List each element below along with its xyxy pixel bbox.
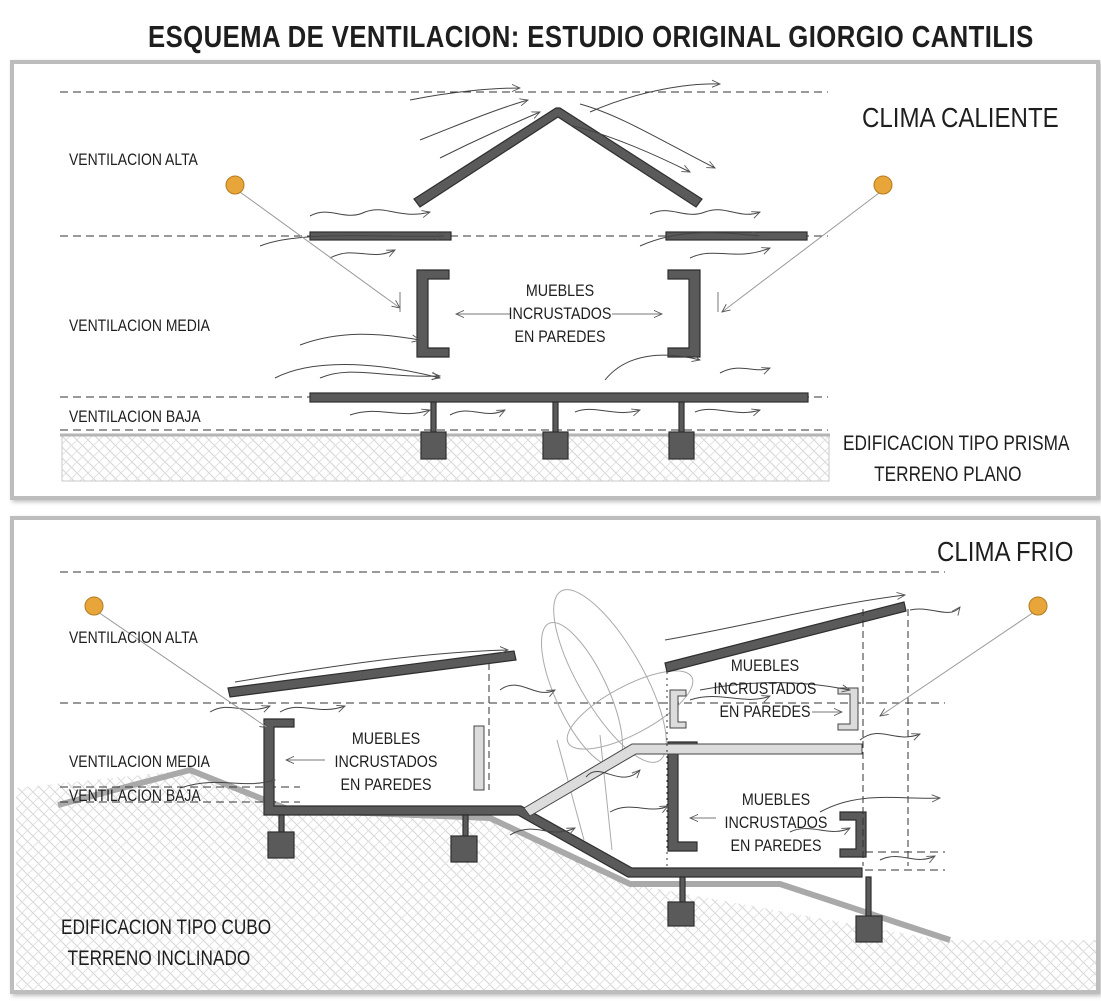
furniture-line: EN PAREDES <box>719 702 811 721</box>
furniture-line: INCRUSTADOS <box>713 679 817 698</box>
hot-footing <box>542 431 569 460</box>
hot-sun-rays <box>239 191 880 312</box>
furniture-line: EN PAREDES <box>514 327 606 346</box>
cold-roof-right <box>664 601 907 673</box>
cold-furniture-lower-right-label: MUEBLES INCRUSTADOS EN PAREDES <box>717 788 835 857</box>
furniture-line: INCRUSTADOS <box>334 752 438 771</box>
cold-terrain <box>16 766 1096 990</box>
cold-footing <box>855 915 883 943</box>
building-type-line: EDIFICACION TIPO PRISMA <box>843 432 1070 455</box>
cold-building-type-label: EDIFICACION TIPO CUBO TERRENO INCLINADO <box>61 912 271 974</box>
cold-dashed-guides <box>488 609 909 866</box>
hot-level-high-label: VENTILACION ALTA <box>69 150 198 169</box>
furniture-line: MUEBLES <box>351 729 421 748</box>
hot-furniture-label: MUEBLES INCRUSTADOS EN PAREDES <box>501 279 619 348</box>
hot-sun-right-icon <box>873 175 893 195</box>
cold-furniture-upper-right-label: MUEBLES INCRUSTADOS EN PAREDES <box>706 654 824 723</box>
furniture-line: EN PAREDES <box>730 836 822 855</box>
hot-level-mid-label: VENTILACION MEDIA <box>69 316 210 335</box>
furniture-line: INCRUSTADOS <box>724 813 828 832</box>
cold-building-structure <box>227 601 907 943</box>
cold-stair-sketch <box>540 589 694 851</box>
hot-sun-left-icon <box>225 175 245 195</box>
building-type-line: TERRENO INCLINADO <box>67 947 251 970</box>
hot-footing <box>420 431 447 460</box>
cold-sun-rays <box>97 611 1035 728</box>
cold-furniture-left-label: MUEBLES INCRUSTADOS EN PAREDES <box>327 727 445 796</box>
building-type-line: EDIFICACION TIPO CUBO <box>61 916 272 939</box>
page-title: ESQUEMA DE VENTILACION: ESTUDIO ORIGINAL… <box>148 19 1034 54</box>
furniture-line: MUEBLES <box>730 656 800 675</box>
furniture-line: MUEBLES <box>525 281 595 300</box>
hot-building-type-label: EDIFICACION TIPO PRISMA TERRENO PLANO <box>843 428 1069 490</box>
hot-footing <box>668 431 695 460</box>
cold-climate-heading: CLIMA FRIO <box>937 536 1074 567</box>
cold-level-low-label: VENTILACION BAJA <box>69 786 201 805</box>
hot-airflow-arrows <box>259 84 770 415</box>
building-type-line: TERRENO PLANO <box>874 463 1022 486</box>
hot-eave-right <box>665 231 808 241</box>
hot-wall-right <box>667 269 701 358</box>
cold-sun-left-icon <box>84 596 104 616</box>
cold-footing <box>667 901 695 927</box>
hot-level-low-label: VENTILACION BAJA <box>69 407 201 426</box>
cold-furniture-arrows <box>286 712 842 818</box>
cold-level-mid-label: VENTILACION MEDIA <box>69 752 210 771</box>
cold-roof-left <box>227 650 517 698</box>
cold-light-elements <box>473 687 863 817</box>
cold-upper-floor-light <box>523 743 863 817</box>
hot-floor-slab <box>309 392 809 403</box>
cold-sun-right-icon <box>1028 596 1048 616</box>
cold-footing <box>267 831 295 859</box>
cold-footing <box>450 835 478 863</box>
hot-climate-heading: CLIMA CALIENTE <box>862 102 1059 133</box>
hot-roof <box>413 107 703 208</box>
hot-wall-left <box>416 269 450 358</box>
cold-floor-slab <box>263 718 863 878</box>
furniture-line: MUEBLES <box>741 790 811 809</box>
furniture-line: EN PAREDES <box>340 775 432 794</box>
cold-airflow-arrows <box>179 595 960 860</box>
hot-building-structure <box>309 107 809 460</box>
furniture-line: INCRUSTADOS <box>508 304 612 323</box>
cold-ventilation-levels <box>60 571 945 871</box>
cold-level-high-label: VENTILACION ALTA <box>69 628 198 647</box>
